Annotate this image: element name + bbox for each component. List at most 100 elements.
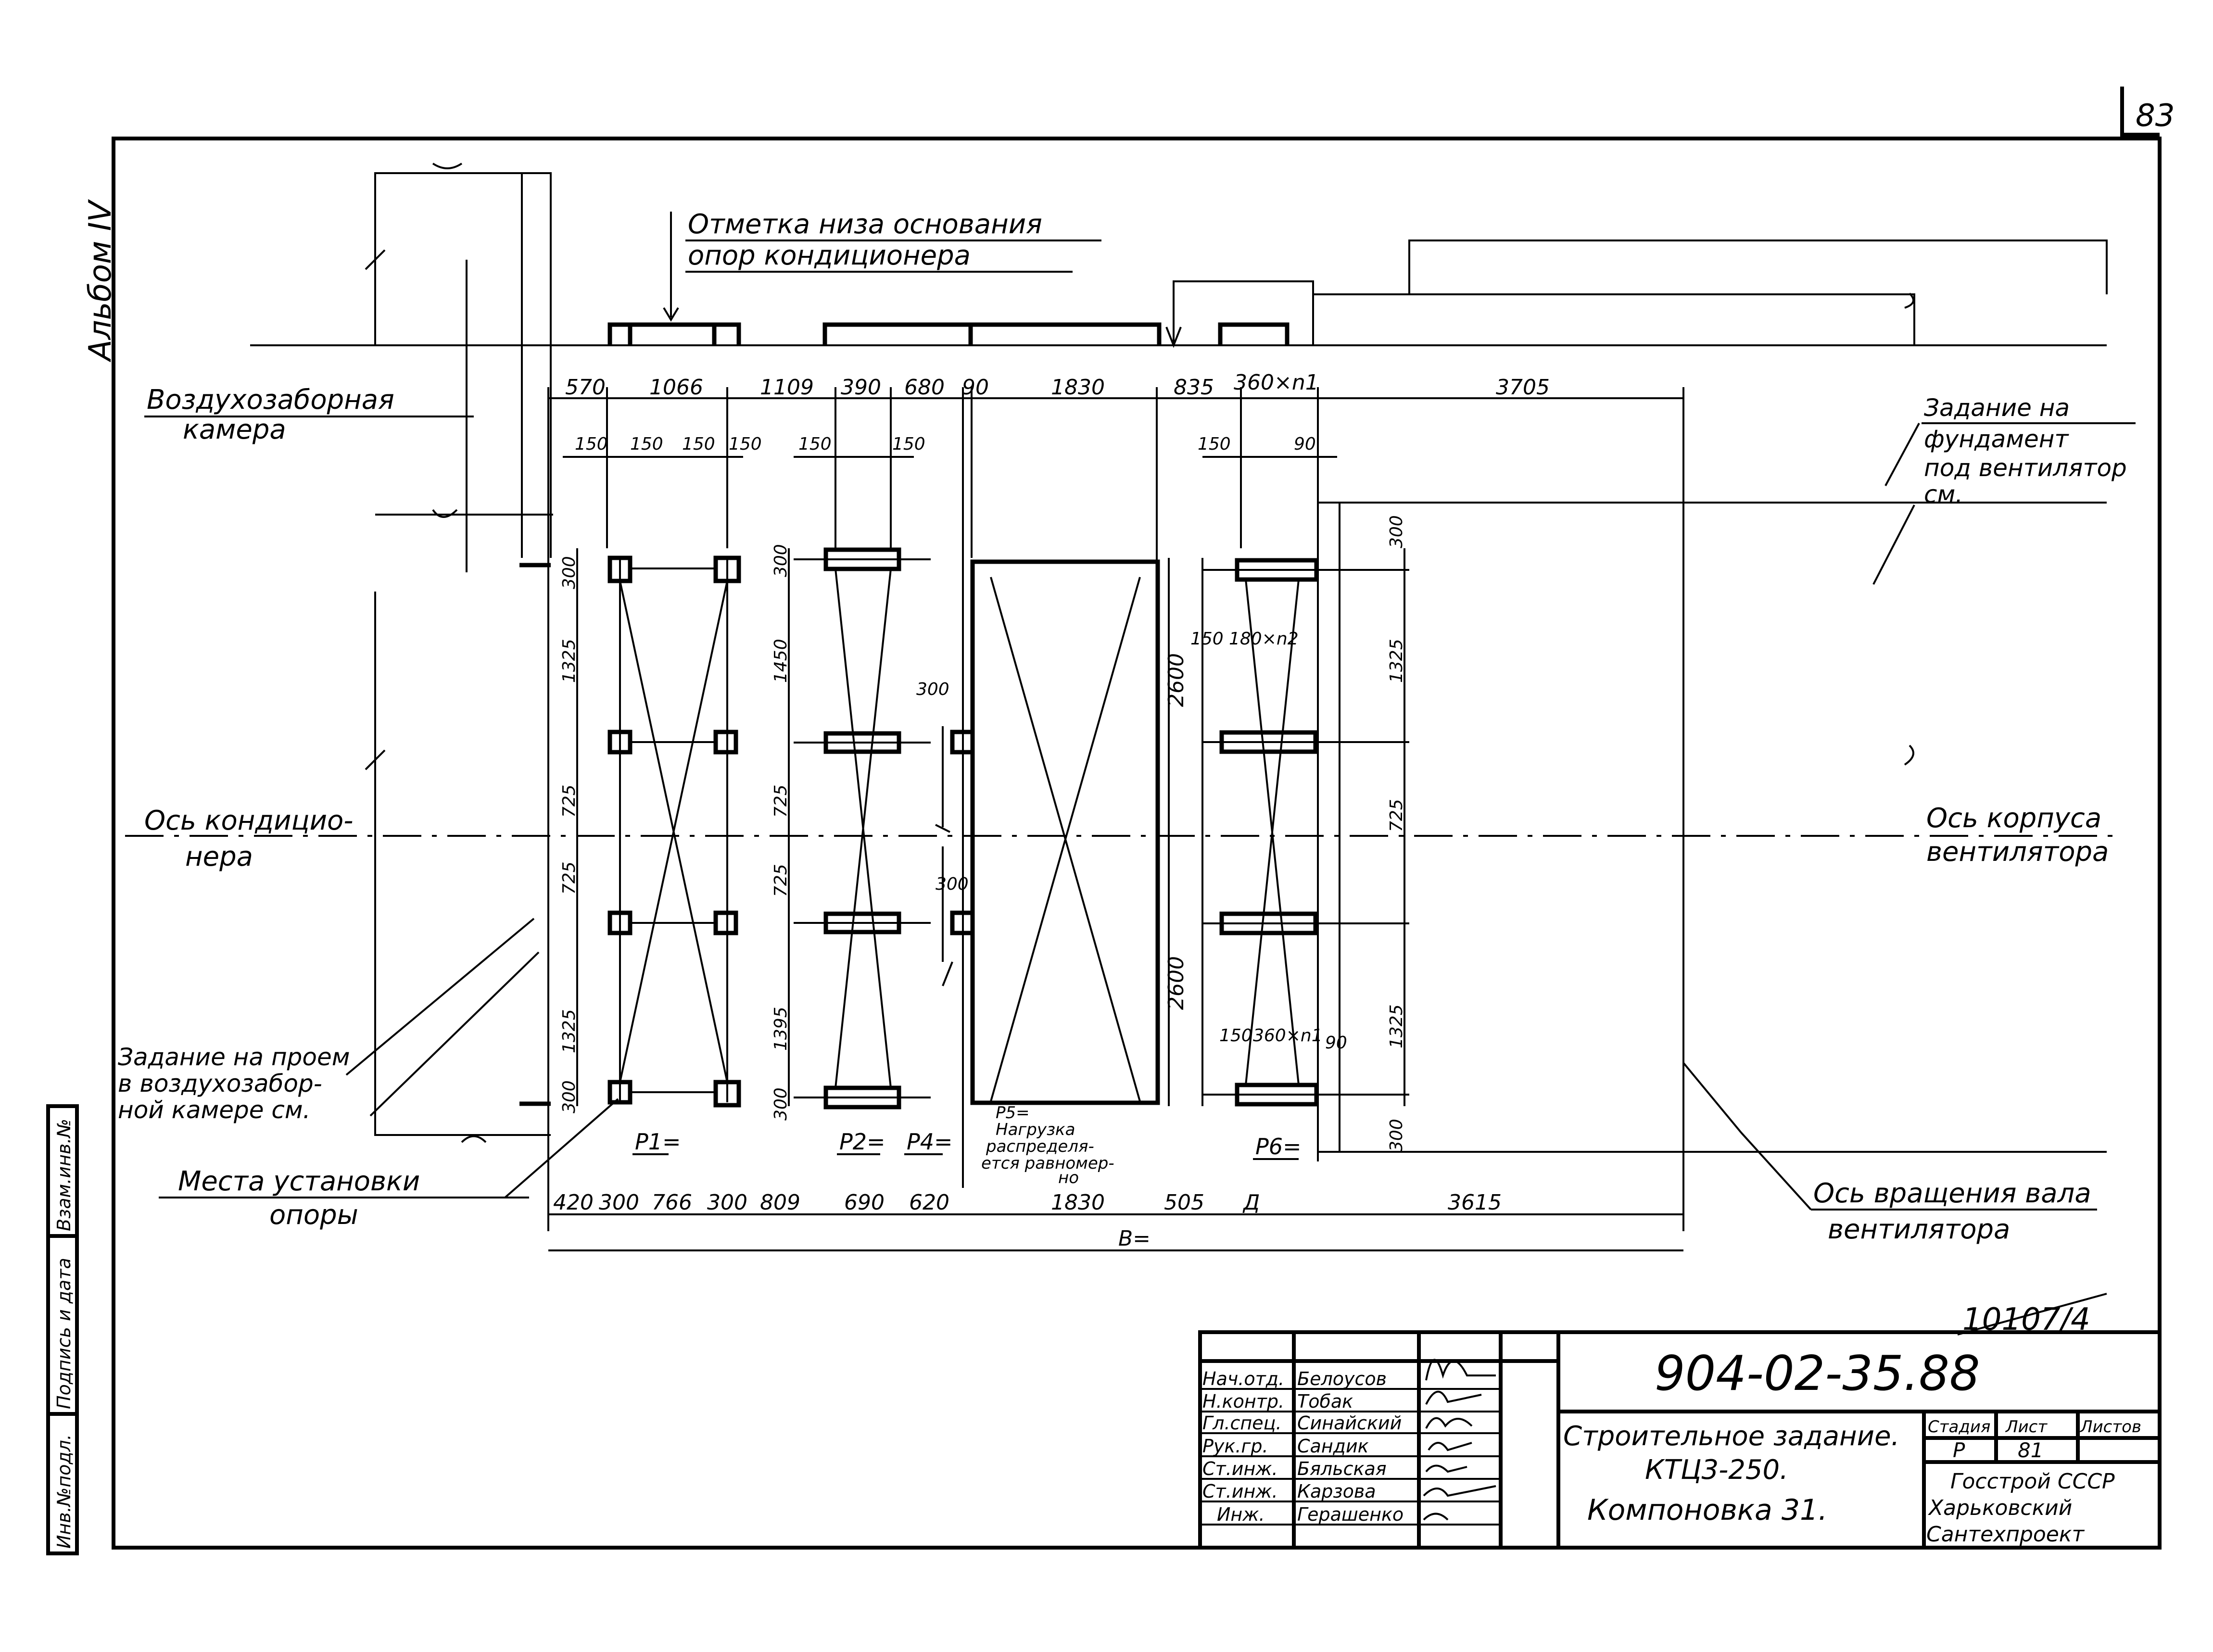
page-number: 83 bbox=[2136, 98, 2175, 134]
dim-bot-505: 505 bbox=[1164, 1190, 1204, 1215]
load-p5-line3: распределя- bbox=[986, 1137, 1094, 1156]
title-block: 904-02-35.88 Строительное задание. КТЦ3-… bbox=[1198, 1330, 2162, 1550]
vdim-300-b: 300 bbox=[559, 1080, 579, 1113]
pedestals-p4 bbox=[935, 726, 975, 986]
vdim-1325-b: 1325 bbox=[559, 1009, 579, 1053]
load-labels: Р1= Р2= Р4= Р6= Р5= Нагрузка распределя-… bbox=[632, 1103, 1302, 1187]
fan-housing-outline bbox=[1317, 481, 2107, 1161]
fan-foundation-label: Задание на фундамент под вентилятор см. bbox=[1872, 394, 2136, 585]
support-line1: Места установки bbox=[178, 1166, 420, 1197]
ac-axis-label: Ось кондицио- нера bbox=[144, 805, 353, 872]
page-number-box: 83 bbox=[2120, 87, 2175, 137]
sheet-header: Лист bbox=[2005, 1417, 2048, 1437]
shaft-line1: Ось вращения вала bbox=[1813, 1178, 2091, 1209]
load-p5-line2: Нагрузка bbox=[996, 1120, 1075, 1139]
shaft-axis-label: Ось вращения вала вентилятора bbox=[1682, 1062, 2097, 1245]
signature-scribbles bbox=[1423, 1359, 1496, 1521]
sign-role-3: Гл.спец. bbox=[1202, 1412, 1282, 1434]
intake-chamber-outline bbox=[365, 163, 553, 1143]
ac-axis-line1: Ось кондицио- bbox=[144, 805, 353, 836]
dim-150-c: 150 bbox=[682, 434, 715, 454]
opening-task-label: Задание на проем в воздухозабор- ной кам… bbox=[118, 918, 540, 1124]
pedestals-p6 bbox=[1202, 558, 1409, 1107]
dim-bot-420: 420 bbox=[553, 1190, 594, 1215]
stamp-signature-date: Подпись и дата bbox=[53, 1258, 75, 1409]
dim-150-g: 150 bbox=[1198, 434, 1231, 454]
vdim-2600-b: 2600 bbox=[1164, 956, 1189, 1010]
base-supports bbox=[607, 240, 2108, 348]
album-label: Альбом IV bbox=[83, 199, 118, 363]
drawing-code: 904-02-35.88 bbox=[1655, 1345, 1980, 1401]
vdim-300-a: 300 bbox=[559, 556, 579, 589]
sign-role-5: Ст.инж. bbox=[1202, 1458, 1278, 1479]
left-stamp: Взам.инв.№ Подпись и дата Инв.№подл. bbox=[46, 1104, 79, 1555]
dim-180n2: 180×n2 bbox=[1229, 629, 1299, 649]
opening-line1: Задание на проем bbox=[118, 1043, 350, 1071]
dim-150-p6b: 150 bbox=[1219, 1026, 1252, 1046]
dim-300-p4a: 300 bbox=[916, 680, 949, 699]
intake-line2: камера bbox=[183, 414, 286, 445]
vdim-1325-c: 1325 bbox=[1387, 639, 1406, 683]
dim-bot-766: 766 bbox=[652, 1190, 692, 1215]
sign-role-4: Рук.гр. bbox=[1202, 1436, 1268, 1457]
sign-name-7: Герашенко bbox=[1297, 1504, 1404, 1525]
bottom-dimension-chain: 420 300 766 300 809 690 620 1830 505 Д 3… bbox=[548, 1190, 1683, 1251]
load-p2: Р2= bbox=[839, 1129, 885, 1155]
sign-role-2: Н.контр. bbox=[1202, 1391, 1284, 1412]
vdim-300-d: 300 bbox=[771, 1087, 791, 1121]
vdim-725-e: 725 bbox=[1387, 799, 1406, 832]
vdim-1325-d: 1325 bbox=[1387, 1004, 1406, 1048]
dim-top-390: 390 bbox=[841, 375, 881, 400]
dim-150-e: 150 bbox=[798, 434, 832, 454]
stamp-inv-original: Инв.№подл. bbox=[53, 1434, 75, 1549]
dim-top-360n1: 360×n1 bbox=[1234, 370, 1319, 395]
sheet-value: 81 bbox=[2018, 1438, 2043, 1462]
base-mark-line1: Отметка низа основания bbox=[688, 209, 1042, 240]
vdim-1450: 1450 bbox=[771, 639, 791, 683]
dim-90-b: 90 bbox=[1325, 1033, 1347, 1053]
top-dimension-chain: 570 1066 1109 390 680 90 1830 835 360×n1… bbox=[547, 370, 1684, 1231]
load-p5-line1: Р5= bbox=[996, 1103, 1030, 1122]
support-location-label: Места установки опоры bbox=[159, 1098, 619, 1231]
load-p5-line4: ется равномер- bbox=[981, 1154, 1114, 1173]
intake-line1: Воздухозаборная bbox=[147, 384, 394, 416]
base-mark-line2: опор кондиционера bbox=[688, 240, 971, 271]
block-p5 bbox=[970, 558, 1160, 1105]
stamp-replace-inv: Взам.инв.№ bbox=[53, 1119, 75, 1231]
load-p1: Р1= bbox=[635, 1129, 681, 1155]
top-150-dims: 150 150 150 150 150 150 150 90 bbox=[563, 434, 1337, 458]
dim-bot-300a: 300 bbox=[599, 1190, 639, 1215]
drawing-frame bbox=[112, 137, 2162, 1550]
org-line2: Харьковский bbox=[1928, 1496, 2072, 1520]
org-line1: Госстрой СССР bbox=[1950, 1469, 2115, 1494]
dim-360n1-b: 360×n1 bbox=[1253, 1026, 1323, 1046]
dim-top-1066: 1066 bbox=[649, 375, 703, 400]
fan-task-line3: под вентилятор bbox=[1924, 454, 2127, 482]
dim-bot-809: 809 bbox=[760, 1190, 800, 1215]
load-p4: Р4= bbox=[907, 1129, 953, 1155]
dim-150-b: 150 bbox=[630, 434, 663, 454]
sign-name-1: Белоусов bbox=[1297, 1368, 1387, 1389]
fan-axis-label: Ось корпуса вентилятора bbox=[1926, 803, 2109, 868]
sign-name-5: Бяльская bbox=[1297, 1458, 1387, 1479]
dim-total-b: В= bbox=[1118, 1226, 1151, 1251]
org-line3: Сантехпроект bbox=[1926, 1522, 2085, 1547]
dim-300-p4b: 300 bbox=[936, 874, 969, 894]
dim-150-a: 150 bbox=[575, 434, 608, 454]
dim-bot-d: Д bbox=[1242, 1190, 1260, 1215]
dim-top-90: 90 bbox=[962, 375, 989, 400]
intake-chamber-label: Воздухозаборная камера bbox=[144, 384, 474, 445]
load-p5-line5: но bbox=[1058, 1168, 1079, 1187]
dim-bot-620: 620 bbox=[909, 1190, 949, 1215]
sign-name-4: Сандик bbox=[1297, 1436, 1369, 1457]
dim-bot-3615: 3615 bbox=[1448, 1190, 1502, 1215]
dim-top-680: 680 bbox=[904, 375, 945, 400]
title-line1: Строительное задание. bbox=[1563, 1421, 1899, 1452]
stage-value: Р bbox=[1953, 1438, 1965, 1462]
vertical-dimension-chains: 300 1325 725 725 1325 300 300 1450 725 7… bbox=[559, 515, 1406, 1152]
vdim-300-c: 300 bbox=[771, 544, 791, 577]
support-line2: опоры bbox=[269, 1199, 358, 1231]
vdim-300-f: 300 bbox=[1387, 1119, 1406, 1152]
vdim-725-c: 725 bbox=[771, 784, 791, 818]
